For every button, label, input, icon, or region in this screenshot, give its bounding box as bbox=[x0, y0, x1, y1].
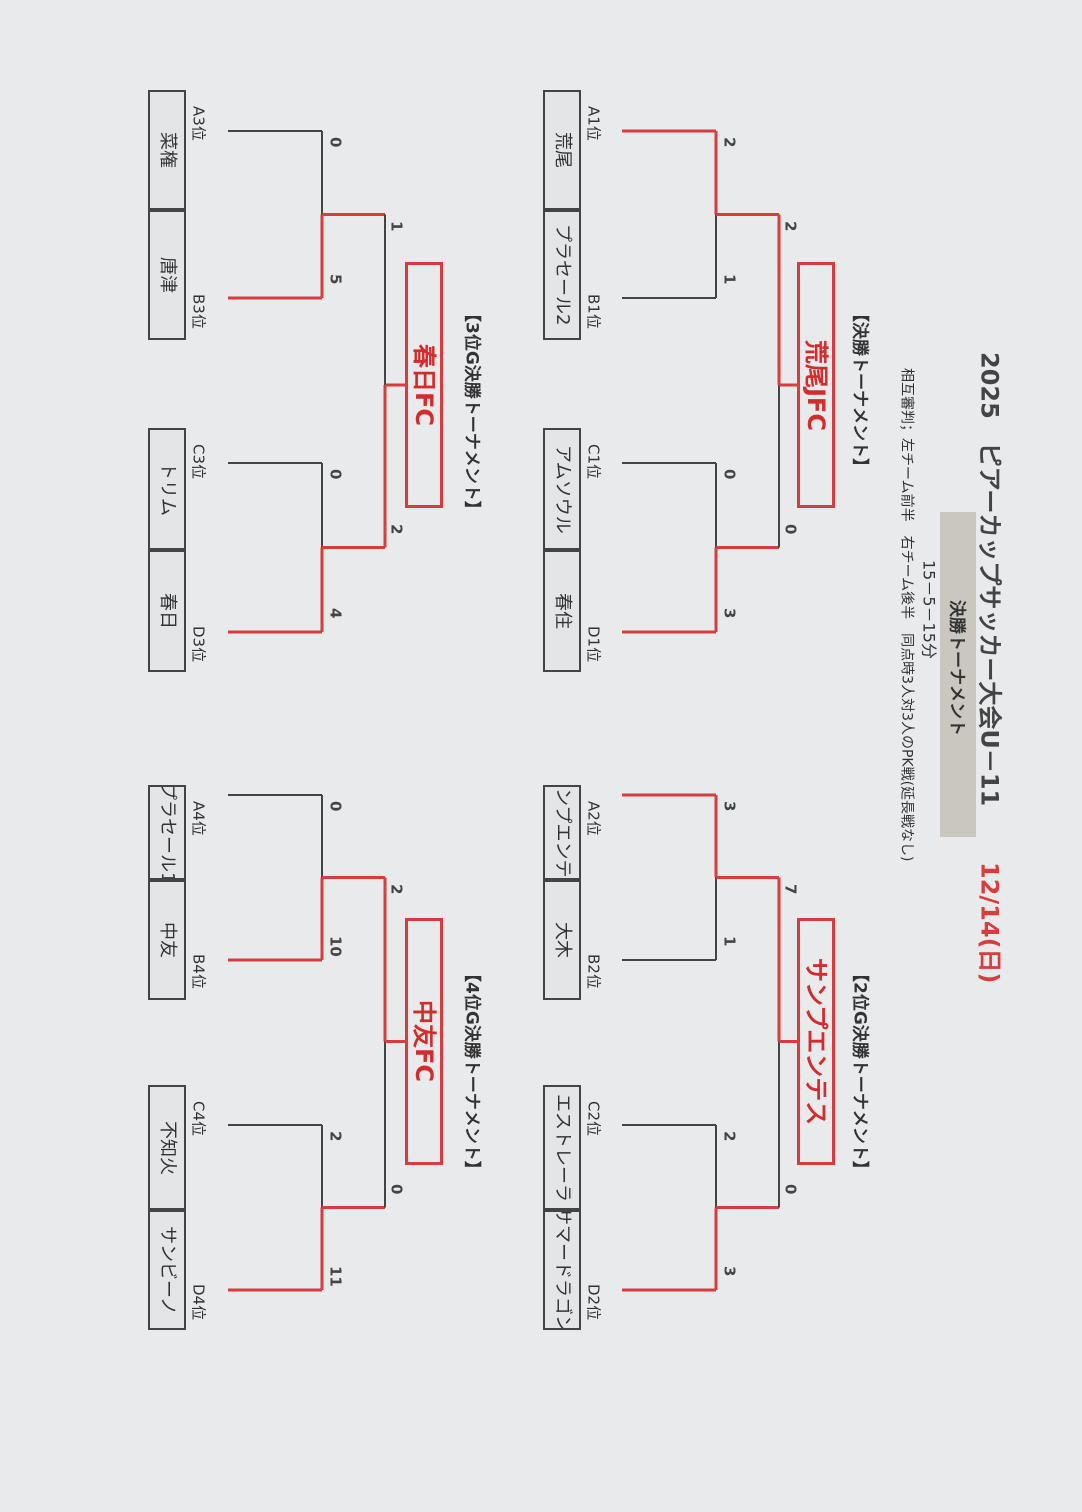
match-score: 3 bbox=[720, 1266, 739, 1277]
team-name: 唐津 bbox=[156, 257, 178, 293]
match-score: 0 bbox=[326, 469, 345, 480]
team-rank: C3位 bbox=[189, 444, 208, 480]
team-rank: D2位 bbox=[584, 1284, 603, 1321]
group-title: 【3位G決勝トーナメント】 bbox=[461, 305, 482, 518]
team-name: プラセール2 bbox=[551, 224, 573, 326]
team-name: 大木 bbox=[551, 922, 573, 958]
match-score: 0 bbox=[326, 801, 345, 812]
team-name: 荒尾 bbox=[551, 132, 573, 168]
team-box: サンプエンテス bbox=[543, 785, 581, 880]
team-box: プラセール2 bbox=[543, 210, 581, 340]
team-name: 春日 bbox=[156, 593, 178, 629]
team-name: サンビーノ bbox=[156, 1225, 178, 1315]
final-score: 7 bbox=[781, 883, 800, 894]
team-box: 菜権 bbox=[148, 90, 186, 210]
match-score: 3 bbox=[720, 608, 739, 619]
champion-box: 荒尾JFC bbox=[797, 262, 835, 508]
team-box: 不知火 bbox=[148, 1085, 186, 1210]
team-box: 唐津 bbox=[148, 210, 186, 340]
team-name: サマードラゴン bbox=[551, 1210, 573, 1330]
final-score: 2 bbox=[781, 220, 800, 231]
team-rank: A4位 bbox=[189, 801, 208, 836]
champion-name: 荒尾JFC bbox=[802, 339, 831, 431]
team-box: 荒尾 bbox=[543, 90, 581, 210]
match-score: 11 bbox=[326, 1266, 345, 1287]
final-score: 0 bbox=[781, 1183, 800, 1194]
subtitle: 決勝トーナメント bbox=[946, 600, 967, 736]
team-box: プラセール1 bbox=[148, 785, 186, 880]
final-score: 2 bbox=[387, 883, 406, 894]
match-score: 0 bbox=[720, 469, 739, 480]
final-score: 1 bbox=[387, 220, 406, 231]
event-date: 12/14(日) bbox=[975, 862, 1004, 984]
group-title: 【2位G決勝トーナメント】 bbox=[849, 965, 870, 1178]
group-title: 【4位G決勝トーナメント】 bbox=[461, 965, 482, 1178]
team-box: 春日 bbox=[148, 550, 186, 672]
team-box: サンビーノ bbox=[148, 1210, 186, 1330]
team-rank: C1位 bbox=[584, 444, 603, 480]
page-title: 2025 ピアーカップサッカー大会U－11 bbox=[975, 352, 1004, 807]
champion-box: 春日FC bbox=[405, 262, 443, 508]
match-score: 2 bbox=[720, 137, 739, 148]
match-score: 2 bbox=[326, 1131, 345, 1142]
team-rank: C2位 bbox=[584, 1101, 603, 1137]
match-duration: 15－5－15分 bbox=[919, 560, 939, 659]
team-box: トリム bbox=[148, 428, 186, 550]
match-score: 2 bbox=[720, 1131, 739, 1142]
champion-name: 中友FC bbox=[410, 1000, 439, 1083]
match-score: 0 bbox=[326, 137, 345, 148]
team-name: 不知火 bbox=[156, 1120, 178, 1175]
team-rank: A1位 bbox=[584, 106, 603, 141]
team-name: プラセール1 bbox=[156, 785, 178, 880]
team-name: サンプエンテス bbox=[551, 785, 573, 880]
team-rank: B3位 bbox=[189, 294, 208, 329]
team-box: エストレーラ bbox=[543, 1085, 581, 1210]
team-rank: A3位 bbox=[189, 106, 208, 141]
team-name: 中友 bbox=[156, 922, 178, 958]
team-name: 春住 bbox=[551, 593, 573, 629]
team-rank: D4位 bbox=[189, 1284, 208, 1321]
final-score: 0 bbox=[387, 1183, 406, 1194]
match-score: 4 bbox=[326, 608, 345, 619]
team-box: 大木 bbox=[543, 880, 581, 1000]
group-title: 【決勝トーナメント】 bbox=[849, 305, 870, 475]
team-box: 中友 bbox=[148, 880, 186, 1000]
final-score: 2 bbox=[387, 523, 406, 534]
team-rank: D1位 bbox=[584, 626, 603, 663]
team-rank: B4位 bbox=[189, 954, 208, 989]
team-rank: C4位 bbox=[189, 1101, 208, 1137]
rules-note: 相互審判；左チーム前半 右チーム後半 同点時3人対3人のPK戦(延長戦なし) bbox=[898, 368, 915, 862]
champion-name: 春日FC bbox=[410, 343, 439, 426]
team-name: トリム bbox=[156, 462, 178, 516]
team-rank: B1位 bbox=[584, 294, 603, 329]
final-score: 0 bbox=[781, 523, 800, 534]
champion-box: サンプエンテス bbox=[797, 918, 835, 1165]
team-name: エストレーラ bbox=[551, 1093, 573, 1202]
match-score: 1 bbox=[720, 936, 739, 947]
team-box: 春住 bbox=[543, 550, 581, 672]
team-box: アムソウル bbox=[543, 428, 581, 550]
team-rank: D3位 bbox=[189, 626, 208, 663]
subtitle-banner bbox=[940, 512, 976, 837]
champion-name: サンプエンテス bbox=[802, 957, 831, 1126]
team-rank: A2位 bbox=[584, 801, 603, 836]
team-rank: B2位 bbox=[584, 954, 603, 989]
team-box: サマードラゴン bbox=[543, 1210, 581, 1330]
match-score: 1 bbox=[720, 274, 739, 285]
match-score: 5 bbox=[326, 274, 345, 285]
team-name: アムソウル bbox=[551, 444, 573, 534]
team-name: 菜権 bbox=[156, 132, 178, 168]
champion-box: 中友FC bbox=[405, 918, 443, 1165]
match-score: 10 bbox=[326, 936, 345, 957]
match-score: 3 bbox=[720, 801, 739, 812]
